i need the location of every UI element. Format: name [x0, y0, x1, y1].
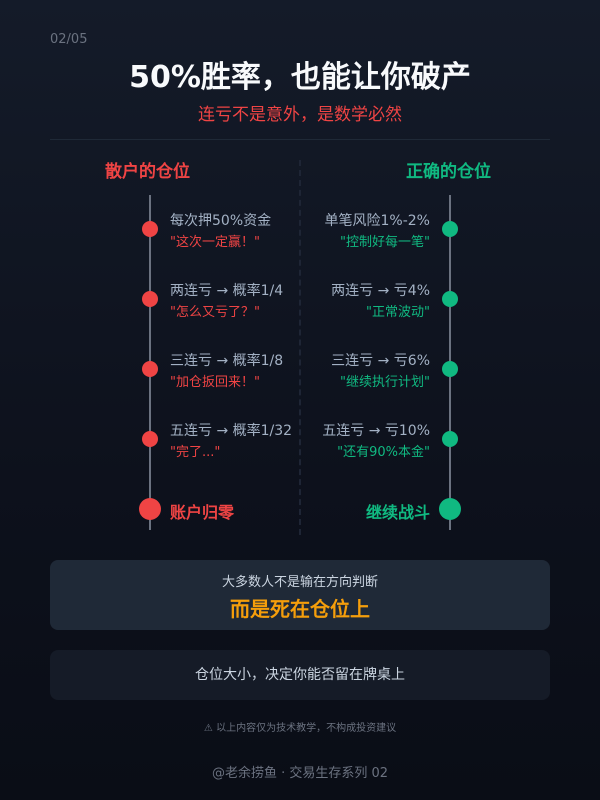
left-step-quote: "加仓扳回来！": [170, 375, 260, 390]
right-step-quote: "继续执行计划": [340, 375, 430, 390]
footer: @老余捞鱼 · 交易生存系列 02: [211, 766, 389, 781]
right-column-header: 正确的仓位: [406, 162, 491, 182]
right-step-dot: [442, 291, 458, 307]
right-end-dot: [439, 498, 461, 520]
column-divider: [299, 160, 301, 535]
page-number: 02/05: [50, 32, 88, 47]
disclaimer: ⚠ 以上内容仅为技术教学，不构成投资建议: [203, 723, 397, 734]
right-step-quote: "还有90%本金": [337, 445, 430, 460]
left-step-dot: [142, 361, 158, 377]
left-step-dot: [142, 431, 158, 447]
left-step-text: 三连亏 → 概率1/8: [170, 353, 284, 369]
right-step-quote: "正常波动": [366, 305, 430, 320]
right-end-label: 继续战斗: [365, 503, 430, 522]
right-step-text: 五连亏 → 亏10%: [322, 423, 430, 439]
summary-box: 仓位大小，决定你能否留在牌桌上: [50, 650, 550, 700]
right-step-text: 三连亏 → 亏6%: [331, 353, 430, 369]
left-end-label: 账户归零: [170, 503, 235, 522]
right-step-dot: [442, 221, 458, 237]
left-step-quote: "完了...": [170, 445, 221, 460]
divider: [50, 139, 550, 140]
left-step-dot: [142, 291, 158, 307]
page-title: 50%胜率，也能让你破产: [129, 60, 471, 95]
right-step-text: 两连亏 → 亏4%: [331, 283, 430, 299]
left-step-text: 两连亏 → 概率1/4: [170, 283, 284, 299]
page-subtitle: 连亏不是意外，是数学必然: [198, 105, 402, 125]
callout-line2: 而是死在仓位上: [230, 597, 370, 621]
left-column-header: 散户的仓位: [105, 162, 190, 182]
right-step-text: 单笔风险1%-2%: [324, 213, 430, 229]
callout-box: 大多数人不是输在方向判断 而是死在仓位上: [50, 560, 550, 630]
left-step-dot: [142, 221, 158, 237]
left-step-quote: "这次一定赢！": [170, 235, 260, 250]
right-step-dot: [442, 361, 458, 377]
left-step-text: 五连亏 → 概率1/32: [170, 423, 293, 439]
left-step-text: 每次押50%资金: [170, 213, 272, 229]
right-step-dot: [442, 431, 458, 447]
callout-line1: 大多数人不是输在方向判断: [221, 575, 378, 590]
left-end-dot: [139, 498, 161, 520]
right-step-quote: "控制好每一笔": [340, 235, 430, 250]
left-step-quote: "怎么又亏了？": [170, 305, 260, 320]
